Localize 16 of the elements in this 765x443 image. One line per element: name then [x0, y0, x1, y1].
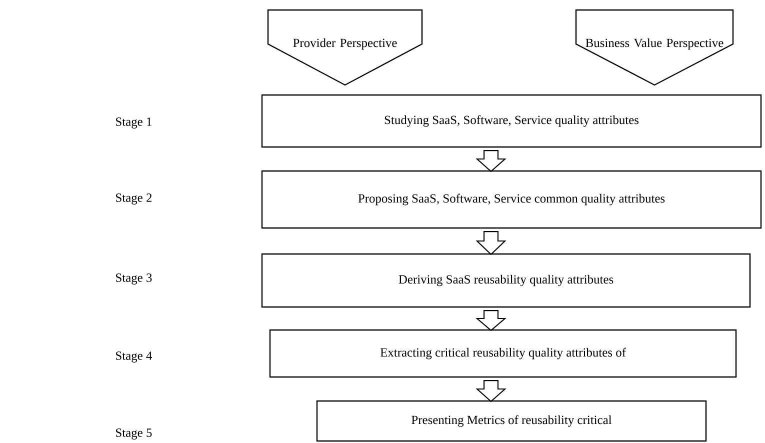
block-arrow: [476, 310, 506, 332]
stage-box: Studying SaaS, Software, Service quality attributes: [261, 94, 762, 148]
stage-label: Stage 1: [116, 118, 152, 128]
stage-label: Stage 3: [116, 274, 152, 284]
stage-label: Stage 5: [116, 428, 152, 440]
block-arrow: [476, 231, 506, 256]
perspective-pentagon: Provider Perspective: [267, 9, 423, 86]
block-arrow: [476, 150, 506, 172]
perspective-pentagon: Business Value Perspective: [575, 9, 734, 86]
stage-label: Stage 2: [116, 194, 152, 204]
block-arrow: [476, 380, 506, 402]
stage-box: Deriving SaaS reusability quality attributes: [261, 253, 751, 308]
stage-label: Stage 4: [116, 352, 152, 362]
stage-box: Proposing SaaS, Software, Service common quality attributes: [261, 170, 762, 229]
stage-box: Presenting Metrics of reusability critical: [316, 400, 707, 442]
stage-box: Extracting critical reusability quality attributes of: [269, 329, 737, 378]
